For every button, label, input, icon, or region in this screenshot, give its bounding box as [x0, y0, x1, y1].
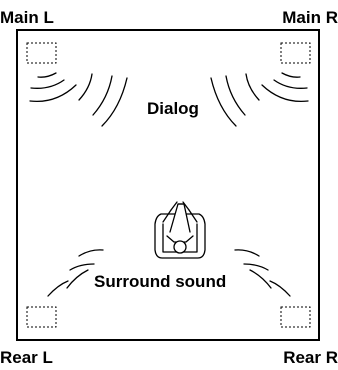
rear-left-label: Rear L [0, 348, 53, 367]
rear-right-sound-waves-icon [234, 249, 291, 297]
surround-zone-label: Surround sound [94, 272, 227, 292]
room-outline [16, 29, 320, 341]
rear-left-speaker-icon [26, 306, 57, 328]
main-right-label: Main R [282, 8, 338, 27]
listener-in-chair-icon [154, 201, 206, 259]
main-left-label: Main L [0, 8, 54, 27]
main-right-sound-waves-icon [210, 72, 309, 127]
main-left-speaker-icon [26, 42, 57, 64]
rear-right-label: Rear R [283, 348, 338, 367]
dialog-zone-label: Dialog [147, 99, 199, 119]
rear-right-speaker-icon [280, 306, 311, 328]
main-right-speaker-icon [280, 42, 311, 64]
rear-left-sound-waves-icon [47, 249, 104, 297]
main-left-sound-waves-icon [29, 72, 128, 127]
